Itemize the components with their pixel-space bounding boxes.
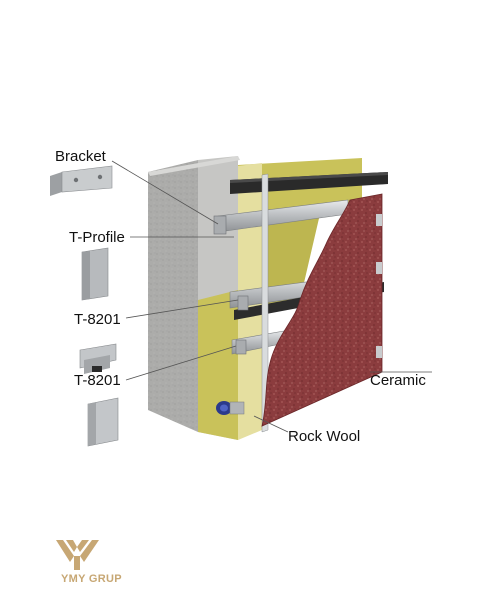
t8201-upper-part-icon [79, 343, 117, 374]
leader-lines [111, 160, 432, 433]
t8201-lower-label: T-8201 [74, 372, 121, 389]
t8201-lower-part-icon [87, 397, 119, 447]
bracket-part-icon [50, 165, 113, 196]
ceramic-panel [261, 193, 383, 427]
t-profile-part-icon [81, 247, 109, 301]
brand-name: YMY GRUP [61, 573, 122, 585]
rock-wool-label: Rock Wool [288, 428, 361, 445]
ymy-logo [56, 540, 99, 570]
wall-anchor [216, 401, 245, 415]
t-profile-label: T-Profile [69, 229, 125, 246]
bracket-label: Bracket [55, 148, 106, 165]
top-cap-profile [230, 172, 388, 194]
t8201-upper-label: T-8201 [74, 311, 121, 328]
ceramic-label: Ceramic [370, 372, 426, 389]
